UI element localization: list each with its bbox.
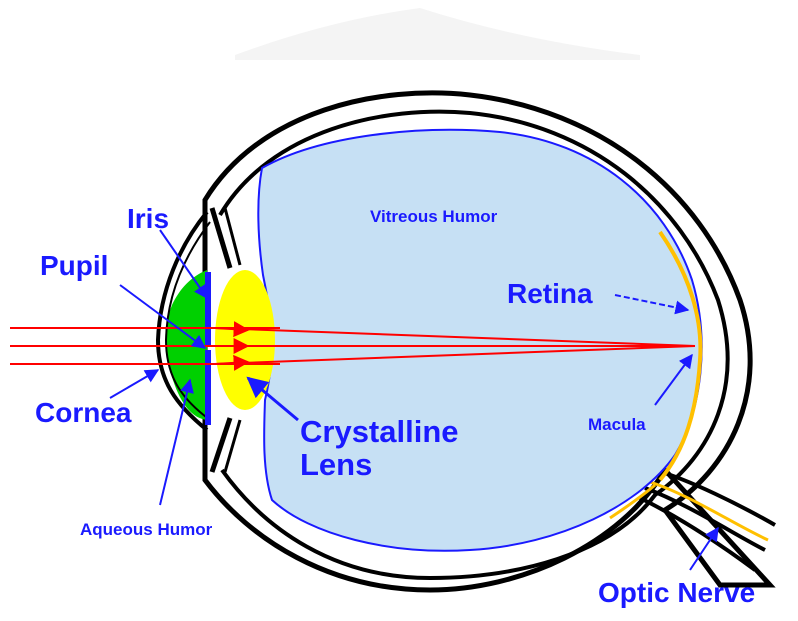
iris-lower (205, 350, 211, 425)
iris-upper (205, 272, 211, 347)
label-optic-nerve: Optic Nerve (598, 577, 755, 608)
label-crystalline: Crystalline (300, 414, 459, 449)
label-iris: Iris (127, 203, 169, 234)
cornea-pointer (110, 370, 158, 398)
label-lens: Lens (300, 447, 372, 482)
label-aqueous-humor: Aqueous Humor (80, 520, 213, 539)
label-macula: Macula (588, 415, 646, 434)
optic-nerve (640, 470, 775, 570)
label-retina: Retina (507, 278, 593, 309)
vitreous-body (258, 130, 701, 551)
label-cornea: Cornea (35, 397, 132, 428)
label-pupil: Pupil (40, 250, 108, 281)
crystalline-lens (215, 270, 275, 410)
background-smudge (235, 8, 640, 60)
label-vitreous-humor: Vitreous Humor (370, 207, 498, 226)
